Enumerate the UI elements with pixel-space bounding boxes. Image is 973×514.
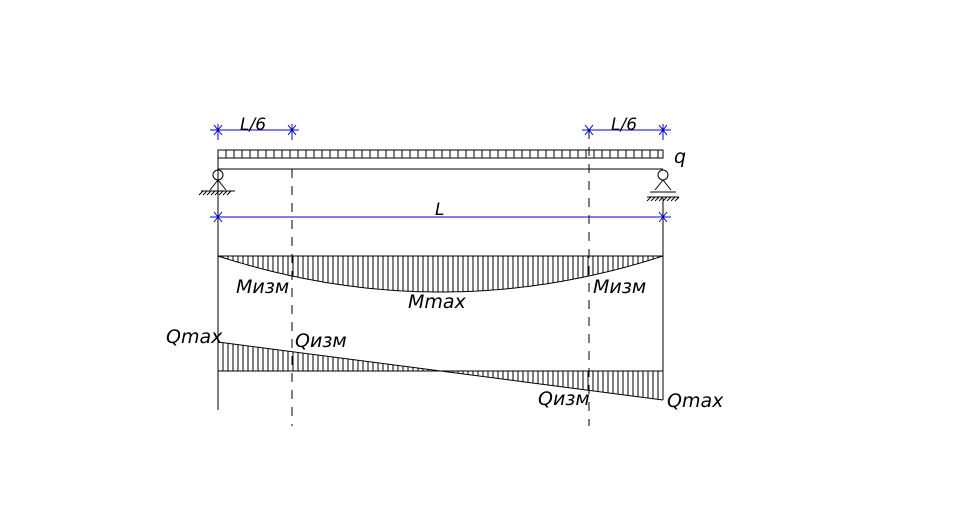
hatch-line	[202, 190, 208, 196]
moment-left-label: Mизм	[236, 276, 289, 298]
hatch-line	[198, 190, 204, 196]
distributed-load-strip	[217, 149, 664, 159]
moment-max-label: Mmax	[408, 291, 467, 313]
hatch-line	[206, 190, 212, 196]
hatch-line	[666, 196, 672, 202]
right-dimension-label: L/6	[611, 115, 637, 135]
hatch-line	[662, 196, 668, 202]
hatch-line	[218, 190, 224, 196]
shear-max-right-label: Qmax	[667, 390, 724, 412]
hatch-line	[222, 190, 228, 196]
hatch-line	[658, 196, 664, 202]
pin-support-icon	[198, 169, 235, 196]
shear-max-left-label: Qmax	[166, 326, 223, 348]
shear-left-label: Qизм	[295, 330, 347, 352]
dimension-lines	[210, 124, 671, 223]
hatch-line	[654, 196, 660, 202]
distributed-load-hatching	[225, 150, 659, 158]
roller-support-icon	[646, 169, 680, 202]
beam-structure	[198, 130, 680, 426]
shear-right-label: Qизм	[538, 388, 590, 410]
hatch-line	[670, 196, 676, 202]
hatch-line	[226, 190, 232, 196]
hatch-line	[210, 190, 216, 196]
shear-sloped-line	[217, 341, 664, 401]
moment-right-label: Mизм	[593, 276, 646, 298]
shear-diagram	[217, 341, 664, 401]
hatch-line	[646, 196, 652, 202]
hatch-line	[650, 196, 656, 202]
moment-hatching	[222, 256, 659, 292]
hatch-line	[674, 196, 680, 202]
shear-hatching	[222, 342, 659, 400]
span-label: L	[435, 200, 444, 220]
moment-diagram	[217, 255, 664, 293]
left-dimension-label: L/6	[240, 115, 266, 135]
load-label: q	[674, 146, 686, 168]
